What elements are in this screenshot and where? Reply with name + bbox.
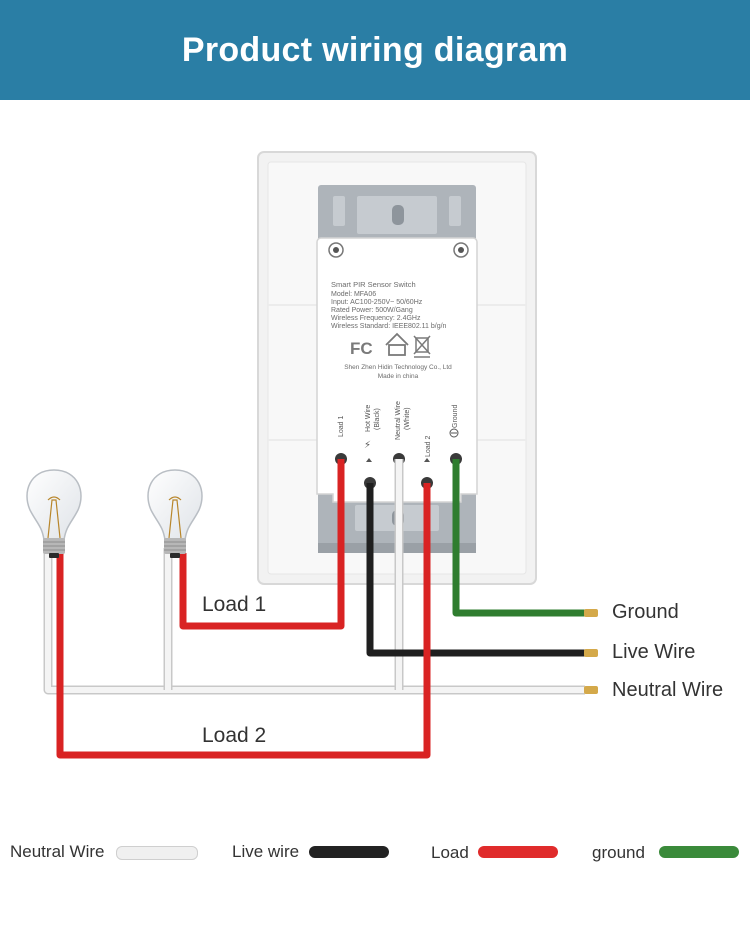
wire-label-neutral: Neutral Wire: [612, 679, 724, 701]
wire-tips: [584, 609, 598, 694]
legend-neutral-label: Neutral Wire: [10, 842, 105, 861]
load1-wire: [179, 459, 345, 630]
fc-mark-icon: FC: [350, 339, 373, 358]
wire-label-live: Live Wire: [612, 641, 696, 663]
load2-wire: [56, 483, 431, 759]
switch-body: [316, 237, 478, 503]
wire-label-ground: Ground: [612, 601, 679, 623]
ground-symbol-icon: [449, 428, 459, 438]
lightning-icon: ⚡: [364, 440, 371, 451]
light-bulb-2-icon: [147, 469, 203, 558]
terminal-label-neutral-1: Neutral Wire: [395, 401, 402, 440]
device-power: Rated Power: 500W/Gang: [331, 307, 413, 314]
device-model: Model: MFA06: [331, 291, 376, 298]
device-name: Smart PIR Sensor Switch: [331, 280, 416, 289]
made-in-text: Made in china: [378, 373, 419, 380]
legend-neutral-swatch: [116, 846, 198, 860]
wire-label-load2: Load 2: [202, 724, 267, 747]
device-frequency: Wireless Frequency: 2.4GHz: [331, 315, 421, 322]
terminal-label-hot-1: Hot Wire: [365, 405, 372, 432]
terminal-label-load2: Load 2: [425, 435, 432, 457]
legend-load-swatch: [478, 846, 558, 858]
device-label: Smart PIR Sensor Switch Model: MFA06 Inp…: [331, 280, 447, 330]
page-title: Product wiring diagram: [181, 30, 569, 69]
neutral-wires: [43, 459, 585, 695]
live-wire: [366, 483, 585, 657]
wiring-diagram: Smart PIR Sensor Switch Model: MFA06 Inp…: [26, 151, 598, 759]
terminal-label-load1: Load 1: [338, 415, 345, 437]
terminal-label-neutral-2: (White): [404, 407, 411, 430]
title-banner: Product wiring diagram: [0, 0, 750, 100]
device-input: Input: AC100-250V~ 50/60Hz: [331, 299, 423, 306]
weee-bin-icon: [413, 335, 431, 358]
ground-wire: [452, 459, 585, 617]
legend-ground-label: ground: [592, 843, 645, 862]
legend-live-label: Live wire: [232, 842, 300, 861]
terminal-label-hot-2: (Black): [374, 408, 381, 430]
wire-label-load1: Load 1: [202, 593, 267, 616]
terminal-label-ground: Ground: [452, 405, 459, 428]
device-standard: Wireless Standard: IEEE802.11 b/g/n: [331, 323, 447, 330]
house-icon: [385, 332, 409, 356]
light-bulb-1-icon: [26, 469, 82, 558]
manufacturer-text: Shen Zhen Hidin Technology Co., Ltd: [344, 364, 452, 371]
legend-load-label: Load: [431, 843, 469, 862]
legend-ground-swatch: [659, 846, 739, 858]
legend-live-swatch: [309, 846, 389, 858]
